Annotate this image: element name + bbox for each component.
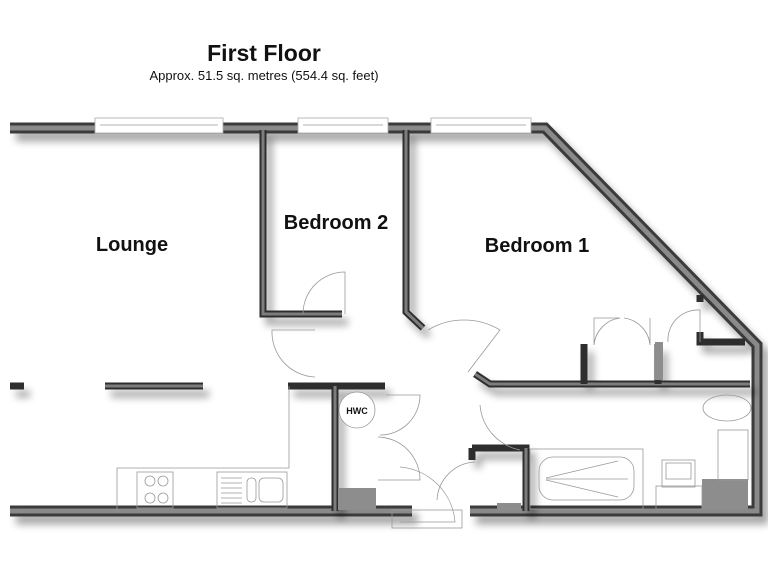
outer-walls (10, 122, 763, 517)
window-bedroom2 (297, 117, 389, 134)
wc-icon (702, 394, 752, 422)
room-label-lounge: Lounge (96, 234, 168, 256)
door-bathroom[interactable] (479, 404, 521, 451)
window-bedroom1 (430, 117, 532, 134)
door-bedroom2[interactable] (302, 271, 346, 315)
wardrobe-door-right[interactable] (623, 317, 651, 346)
entrance-threshold (391, 509, 463, 529)
hob-icon (136, 471, 174, 509)
hwc-label: HWC (346, 406, 368, 416)
storage-ledge (497, 503, 521, 511)
door-storage[interactable] (436, 461, 476, 501)
wardrobe-divider (655, 342, 663, 380)
hwc-cylinder: HWC (338, 391, 376, 429)
windows (94, 117, 532, 134)
door-hwc[interactable] (379, 394, 421, 436)
bathroom-cabinet (702, 479, 748, 509)
floor-area-subtitle: Approx. 51.5 sq. metres (554.4 sq. feet) (149, 68, 379, 83)
kitchen-counter (116, 386, 290, 511)
floor-title: First Floor (207, 40, 321, 66)
cupboard-door[interactable] (667, 309, 701, 343)
door-hall-cupboard[interactable] (377, 436, 421, 481)
bath-icon (529, 448, 644, 510)
storage-cupboard (338, 488, 376, 510)
doors[interactable] (271, 271, 701, 529)
wardrobe-door-left[interactable] (593, 317, 621, 346)
sink-icon (216, 471, 288, 509)
interior-walls (10, 130, 750, 511)
door-lounge[interactable] (271, 329, 316, 378)
bathroom-fixtures (529, 394, 752, 510)
window-lounge (94, 117, 224, 134)
room-label-bedroom2: Bedroom 2 (284, 212, 388, 234)
room-label-bedroom1: Bedroom 1 (485, 235, 589, 257)
door-bedroom1[interactable] (427, 319, 501, 373)
basin-icon (661, 459, 696, 488)
